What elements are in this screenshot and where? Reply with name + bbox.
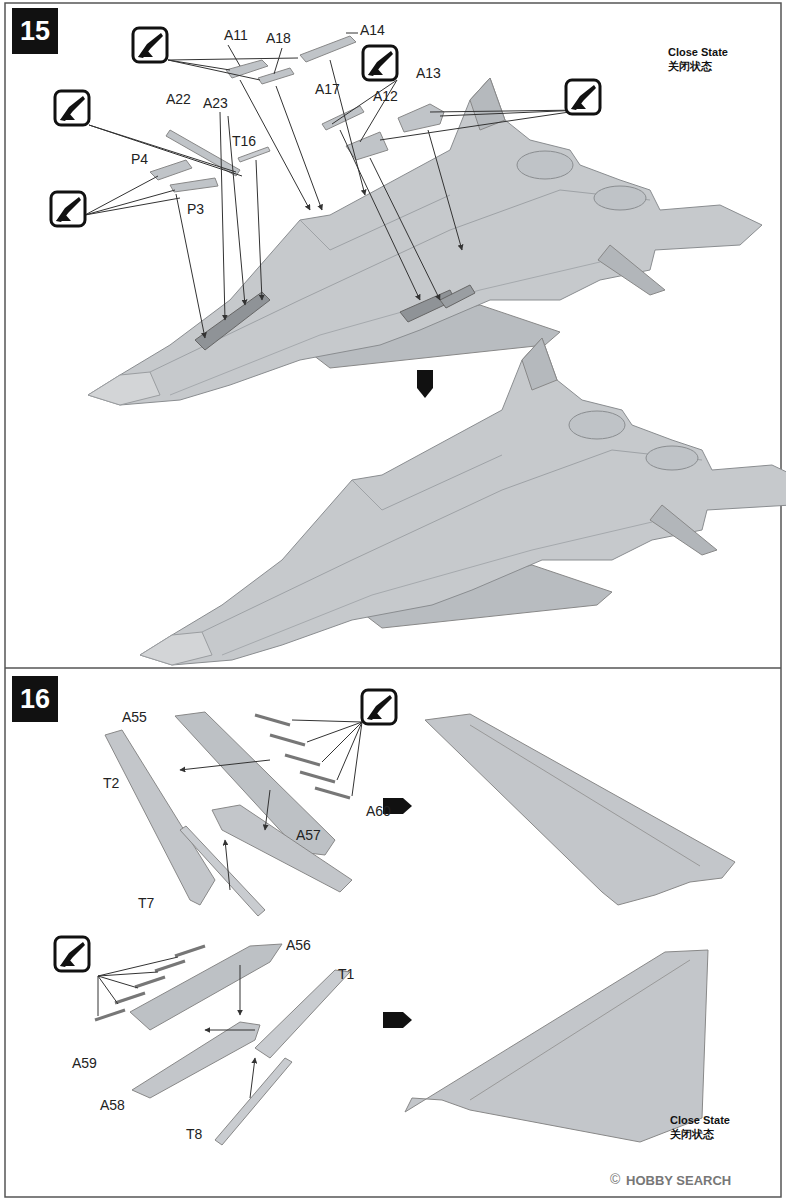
part-number: T2 — [103, 776, 119, 791]
state-note: Close State — [668, 46, 728, 58]
part-number: A59 — [72, 1056, 97, 1071]
step-number: 15 — [20, 16, 50, 47]
part-number: A56 — [286, 938, 311, 953]
state-note: 关闭状态 — [670, 1128, 714, 1140]
step-number: 16 — [20, 684, 50, 715]
part-number: T7 — [138, 896, 154, 911]
part-number: A22 — [166, 92, 191, 107]
step-number-box: 15 — [12, 8, 58, 54]
part-number: A23 — [203, 96, 228, 111]
part-number: A58 — [100, 1098, 125, 1113]
part-number: A14 — [360, 23, 385, 38]
part-number: A17 — [315, 82, 340, 97]
part-number: A55 — [122, 710, 147, 725]
part-number: A57 — [296, 828, 321, 843]
part-number: P4 — [131, 152, 148, 167]
part-number: P3 — [187, 202, 204, 217]
state-note: 关闭状态 — [668, 60, 712, 72]
watermark: HOBBY SEARCH — [626, 1174, 731, 1188]
step-number-box: 16 — [12, 676, 58, 722]
part-number: T1 — [338, 967, 354, 982]
part-number: A13 — [416, 66, 441, 81]
part-number: T8 — [186, 1127, 202, 1142]
part-number: A12 — [373, 89, 398, 104]
state-note: Close State — [670, 1114, 730, 1126]
part-number: A60 — [366, 804, 391, 819]
part-number: T16 — [232, 134, 256, 149]
watermark: © — [610, 1172, 620, 1187]
part-number: A11 — [224, 28, 248, 43]
part-number: A18 — [266, 31, 291, 46]
